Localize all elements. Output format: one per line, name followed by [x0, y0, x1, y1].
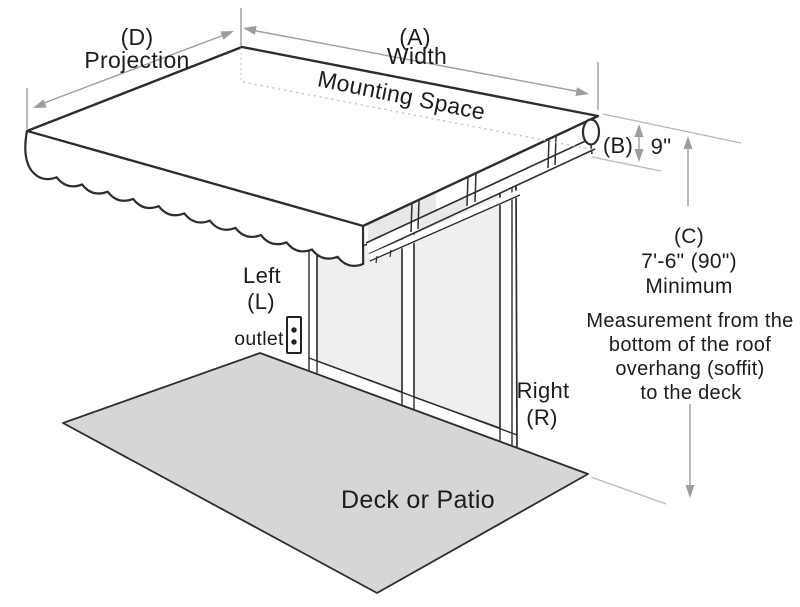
width-arrowhead-left — [243, 26, 257, 35]
cleat-tick-2 — [389, 249, 392, 258]
b-code-label: (B) — [603, 133, 633, 158]
outlet-dot-top — [291, 327, 297, 333]
right-side-label: Right — [517, 378, 570, 403]
wall-bracket-2a — [466, 176, 469, 207]
c-qualifier-label: Minimum — [645, 275, 732, 298]
c-code-label: (C) — [674, 225, 704, 248]
c-note-line4: to the deck — [640, 382, 742, 404]
projection-arrowhead-left — [33, 99, 47, 108]
soffit-extension-line — [602, 113, 742, 144]
height-b-arrowhead-up — [634, 124, 644, 137]
outlet-label: outlet — [234, 328, 284, 350]
width-code-label: (A) — [399, 24, 431, 50]
roller-end-cap — [581, 118, 601, 146]
right-code-label: (R) — [526, 405, 557, 430]
door-bottom-frame — [308, 357, 518, 436]
c-note-line3: overhang (soffit) — [615, 358, 764, 380]
deck-surface — [62, 352, 589, 594]
wall-corner-edge — [515, 181, 518, 448]
wall-bracket-3a — [547, 138, 550, 169]
width-label: Width — [387, 43, 447, 69]
wall-bracket-1b — [417, 199, 420, 230]
projection-code-label: (D) — [121, 24, 154, 50]
height-c-arrowhead-up — [683, 136, 693, 149]
left-side-label: Left — [243, 263, 281, 288]
wall-bracket-1a — [410, 202, 413, 233]
b-value-label: 9" — [651, 134, 672, 159]
c-note-line2: bottom of the roof — [609, 334, 771, 356]
cleat-tick-1 — [375, 255, 378, 264]
height-b-arrowhead-down — [634, 149, 644, 162]
projection-label: Projection — [84, 47, 189, 73]
torsion-bar-recess-lower — [419, 197, 467, 231]
bar-bottom-extension-line — [591, 156, 662, 172]
outlet-icon — [286, 316, 302, 354]
width-dimension-line — [245, 28, 587, 94]
deck-label: Deck or Patio — [341, 486, 495, 514]
left-code-label: (L) — [247, 289, 275, 314]
torsion-bar-top-edge — [365, 137, 593, 244]
projection-dimension-line — [35, 31, 233, 107]
deck-extension-line — [590, 476, 667, 505]
c-note-line1: Measurement from the — [586, 310, 793, 332]
c-value-label: 7'-6" (90") — [641, 250, 737, 273]
width-arrowhead-right — [575, 87, 589, 96]
projection-arrowhead-right — [220, 31, 234, 40]
outlet-dot-bottom — [291, 339, 297, 345]
wall-bracket-2b — [474, 172, 477, 203]
mounting-cleat — [369, 189, 520, 262]
mounting-cleat-edge — [369, 194, 521, 262]
torsion-bar-bottom-edge — [368, 148, 596, 255]
height-c-arrowhead-down — [685, 485, 695, 498]
awning-valance — [24, 129, 365, 267]
wall-bracket-3b — [554, 135, 557, 166]
